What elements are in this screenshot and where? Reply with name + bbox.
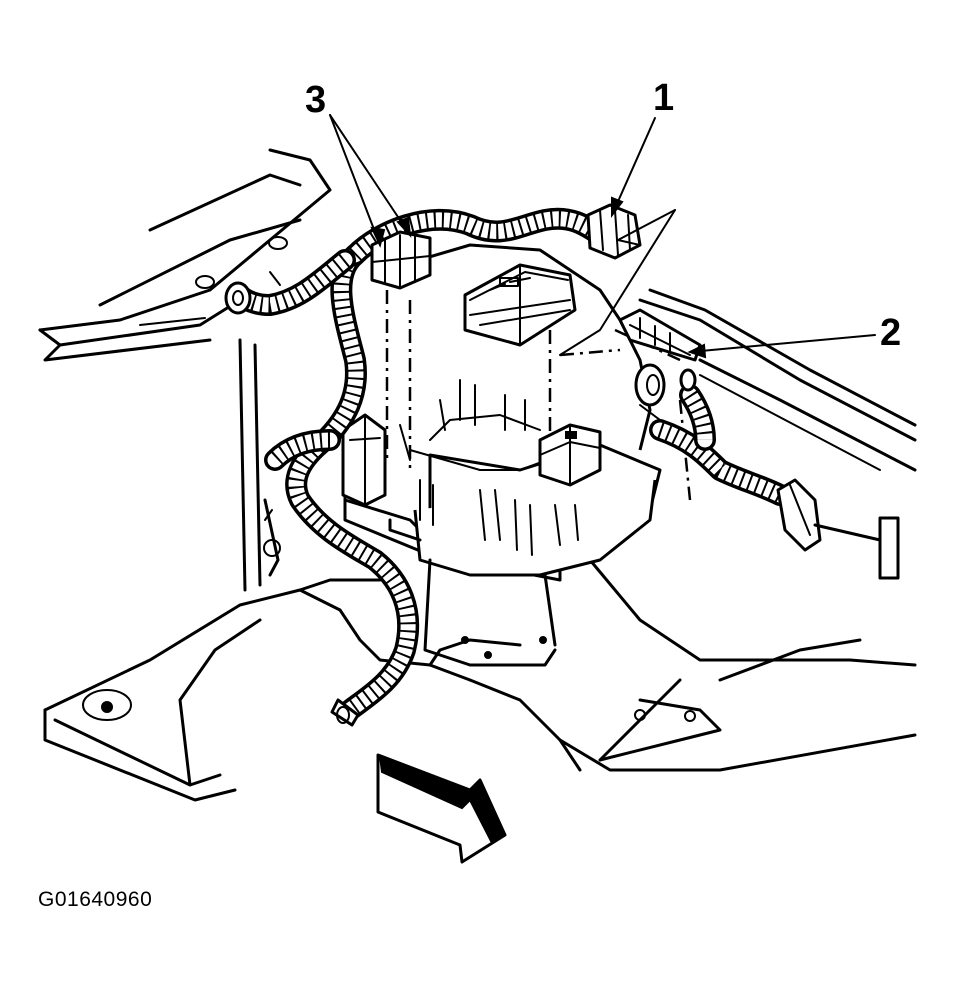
callout-label-3: 3 <box>305 79 326 121</box>
connector-3-group <box>370 230 432 290</box>
relay-connector-block <box>463 263 577 347</box>
lower-floor-bracket <box>43 578 582 802</box>
connector-2-group <box>618 308 702 421</box>
wiring-harness <box>224 207 791 727</box>
forward-direction-arrow <box>376 753 507 864</box>
callout-leader-lines <box>329 114 876 359</box>
figure-id: G01640960 <box>38 888 153 911</box>
mini-relay <box>538 423 602 487</box>
left-fender-panel <box>38 148 332 362</box>
left-connector-stack <box>341 413 387 507</box>
right-cowl-panel <box>558 288 917 772</box>
left-body-panel <box>238 338 281 592</box>
fuse-block-housing <box>343 243 662 667</box>
callout-label-1: 1 <box>653 77 674 119</box>
right-inline-connector <box>776 478 882 552</box>
callout-label-2: 2 <box>880 312 901 354</box>
